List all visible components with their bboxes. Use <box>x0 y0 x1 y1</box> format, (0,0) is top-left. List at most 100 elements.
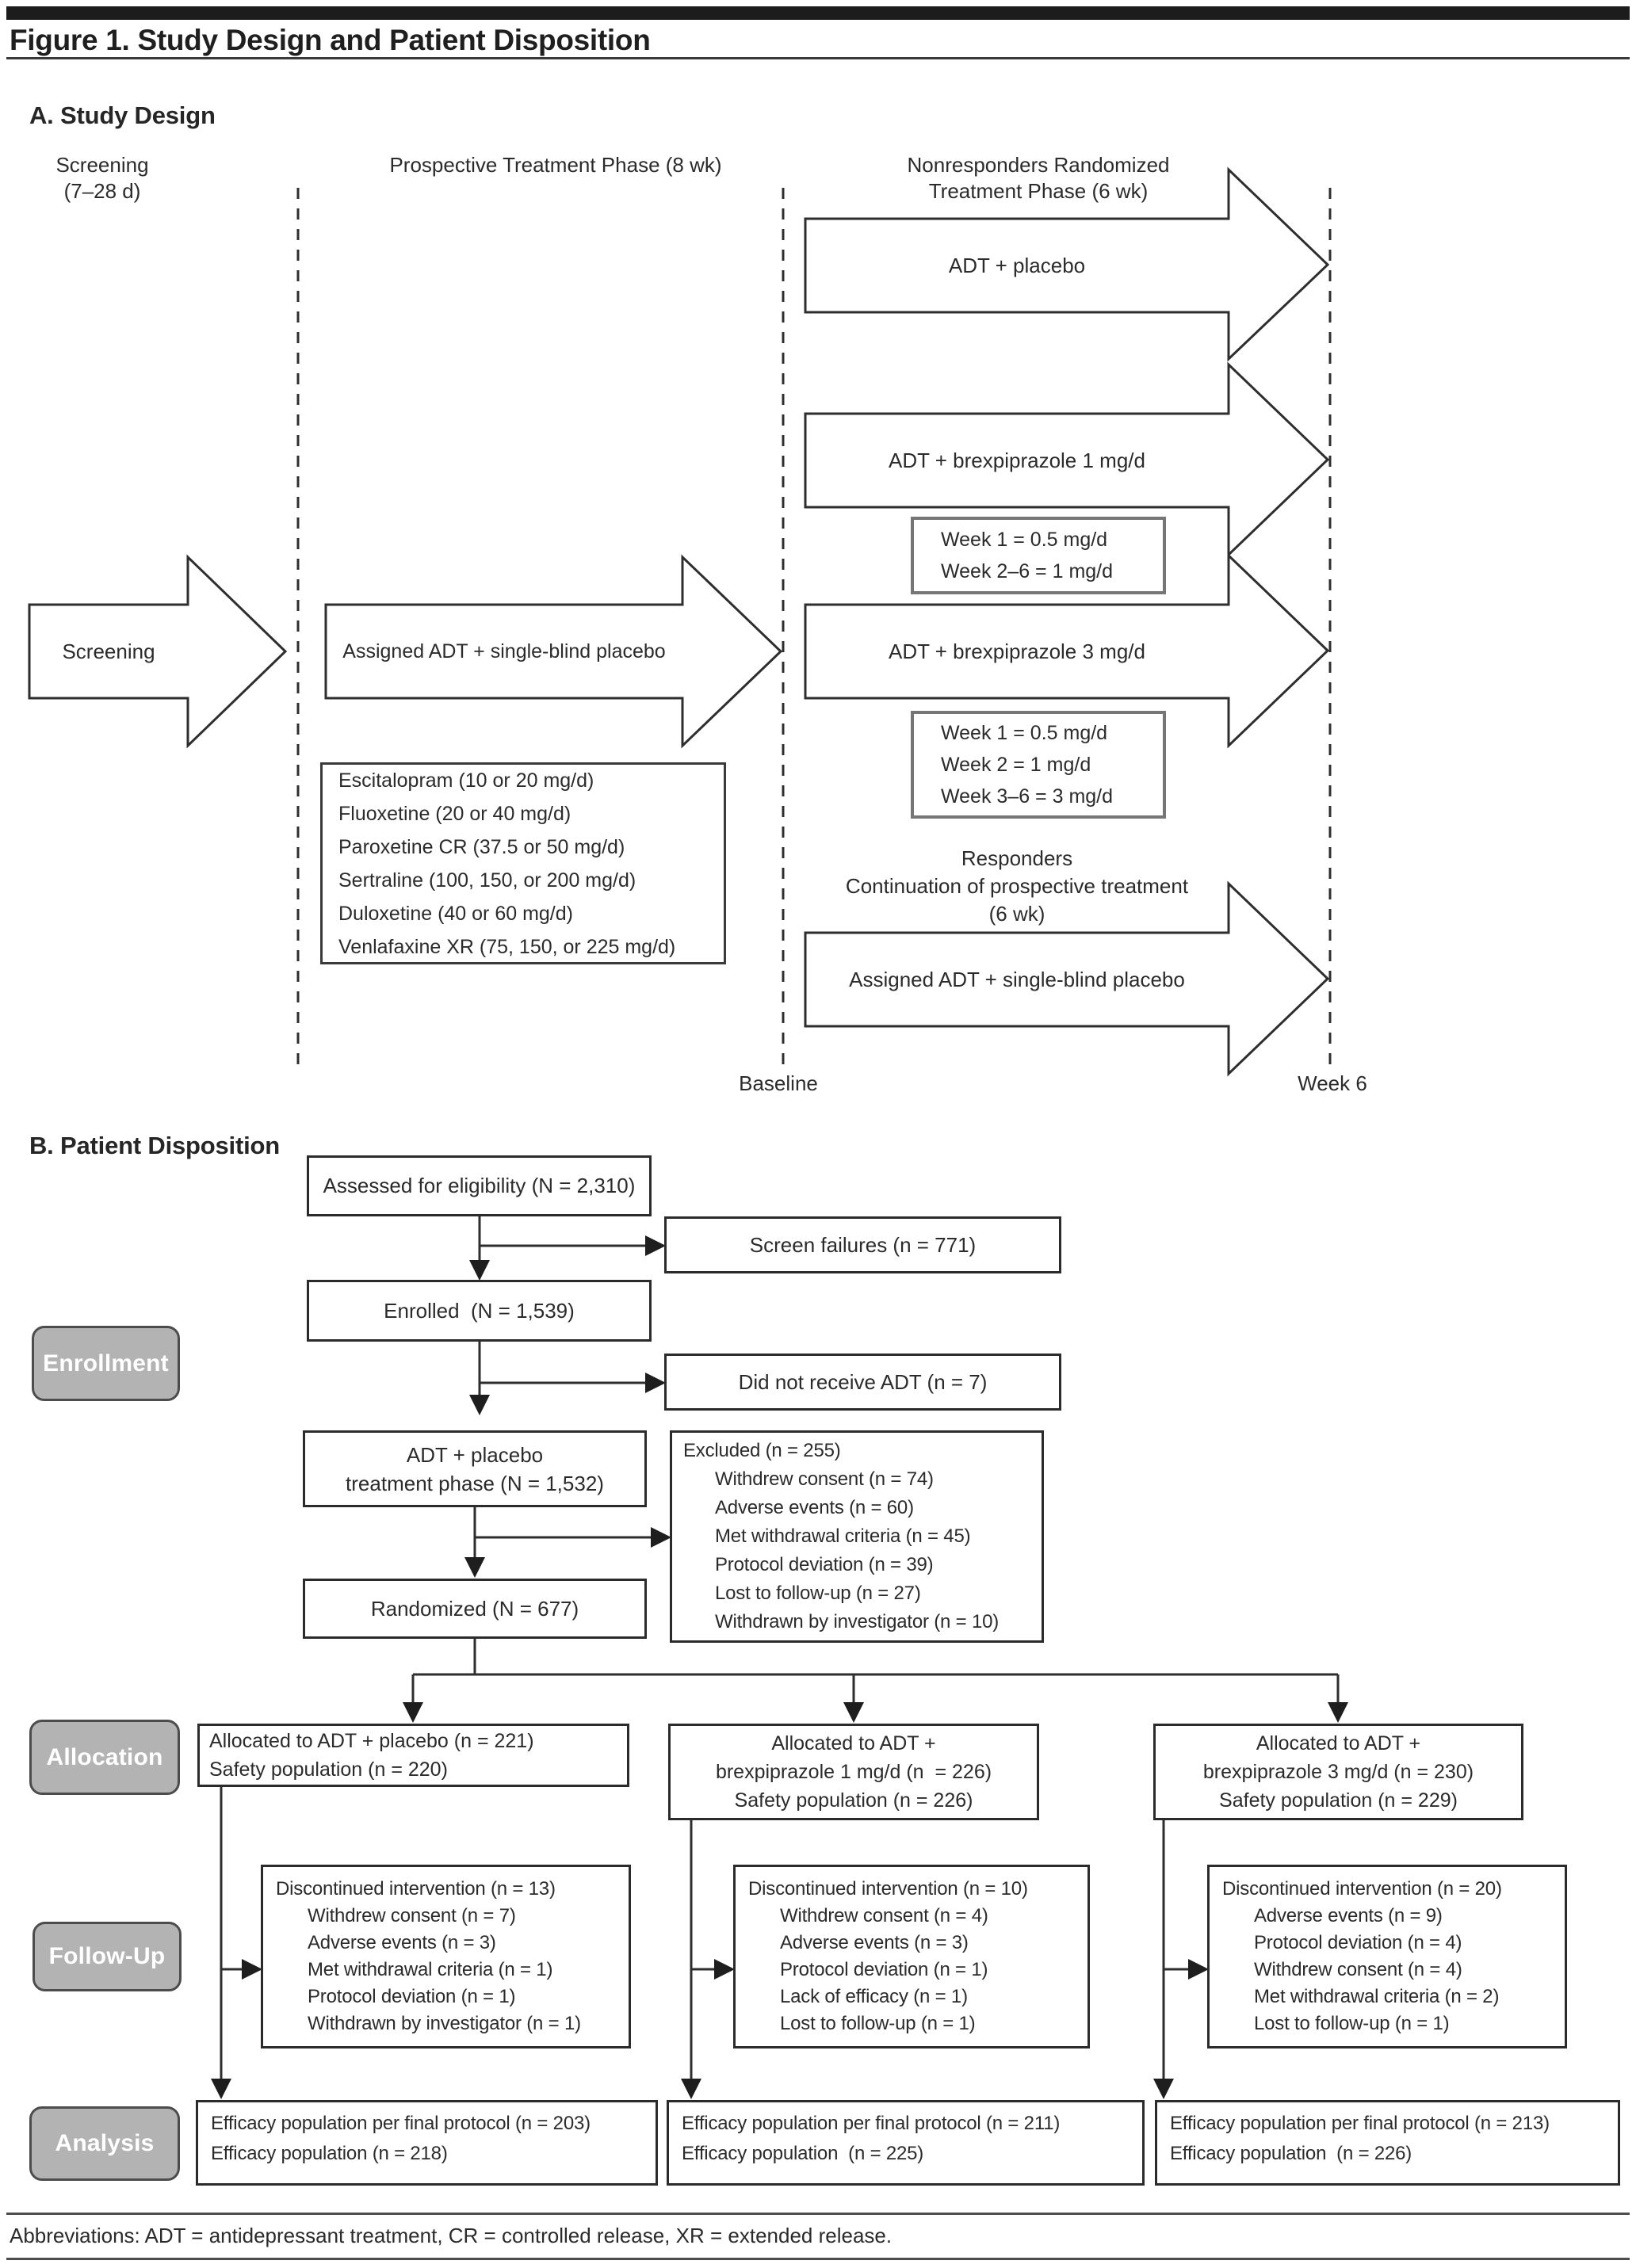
column-header-screening: Screening (7–28 d) <box>3 152 201 204</box>
brex1-arrow-shape <box>804 361 1330 558</box>
fu3-line6: Lost to follow-up (n = 1) <box>1254 2013 1450 2034</box>
dose-box-3mg-line3: Week 3–6 = 3 mg/d <box>941 785 1114 808</box>
fu1-line5: Protocol deviation (n = 1) <box>308 1986 516 2007</box>
arrowhead-down-an1 <box>211 2079 231 2099</box>
excluded-line1: Excluded (n = 255) <box>683 1440 841 1461</box>
node-fu-brex1: Discontinued intervention (n = 10) Withd… <box>733 1865 1090 2048</box>
dose-box-3mg: Week 1 = 0.5 mg/d Week 2 = 1 mg/d Week 3… <box>911 711 1166 819</box>
top-bar <box>6 6 1630 20</box>
excluded-line3: Adverse events (n = 60) <box>715 1497 914 1518</box>
adt-med-4: Sertraline (100, 150, or 200 mg/d) <box>338 869 636 892</box>
stage-tag-enrollment: Enrollment <box>32 1326 180 1401</box>
dose-box-1mg: Week 1 = 0.5 mg/d Week 2–6 = 1 mg/d <box>911 517 1166 594</box>
arrowhead-down-an2 <box>681 2079 701 2099</box>
arrowhead-down-alloc3 <box>1328 1702 1348 1723</box>
assigned-adt-arrow-shape <box>324 554 783 749</box>
arrowhead-down-randomized <box>464 1557 485 1578</box>
adt-med-6: Venlafaxine XR (75, 150, or 225 mg/d) <box>338 935 676 958</box>
fu1-line4: Met withdrawal criteria (n = 1) <box>308 1959 553 1980</box>
an2-line1: Efficacy population per final protocol (… <box>682 2113 1061 2134</box>
node-did-not-receive: Did not receive ADT (n = 7) <box>664 1354 1061 1411</box>
fu2-line4: Protocol deviation (n = 1) <box>780 1959 988 1980</box>
stage-tag-analysis: Analysis <box>29 2106 180 2181</box>
node-screen-failures: Screen failures (n = 771) <box>664 1216 1061 1273</box>
node-adt-phase-line1: ADT + placebo <box>406 1442 544 1467</box>
fu2-line3: Adverse events (n = 3) <box>780 1932 969 1953</box>
node-fu-brex3: Discontinued intervention (n = 20) Adver… <box>1207 1865 1567 2048</box>
screening-arrow-label: Screening <box>62 639 155 663</box>
node-enrolled: Enrolled (N = 1,539) <box>307 1280 652 1342</box>
arrowhead-right-excluded <box>651 1527 671 1548</box>
an1-line1: Efficacy population per final protocol (… <box>211 2113 591 2134</box>
stage-tag-allocation: Allocation <box>29 1720 180 1795</box>
excluded-line7: Withdrawn by investigator (n = 10) <box>715 1611 1000 1632</box>
timeline-week6-label: Week 6 <box>1298 1071 1367 1095</box>
arrowhead-down-alloc1 <box>403 1702 423 1723</box>
fu2-line1: Discontinued intervention (n = 10) <box>748 1878 1028 1900</box>
alloc3-line3: Safety population (n = 229) <box>1219 1789 1458 1812</box>
dose-box-1mg-line1: Week 1 = 0.5 mg/d <box>941 529 1108 551</box>
section-a-title: A. Study Design <box>29 101 216 129</box>
column-header-prospective: Prospective Treatment Phase (8 wk) <box>389 153 722 177</box>
fu2-line2: Withdrew consent (n = 4) <box>780 1905 988 1926</box>
node-fu-placebo: Discontinued intervention (n = 13) Withd… <box>261 1865 631 2048</box>
brex1-arrow-label: ADT + brexpiprazole 1 mg/d <box>889 448 1145 472</box>
brex3-arrow-shape <box>804 552 1330 749</box>
arrowhead-right-fu1 <box>242 1959 262 1980</box>
alloc3-line1: Allocated to ADT + <box>1256 1732 1421 1754</box>
adt-medication-box: Escitalopram (10 or 20 mg/d) Fluoxetine … <box>320 762 726 964</box>
dose-box-3mg-line1: Week 1 = 0.5 mg/d <box>941 722 1108 744</box>
screening-arrow-shape <box>28 554 288 749</box>
excluded-line4: Met withdrawal criteria (n = 45) <box>715 1525 971 1547</box>
fu3-line1: Discontinued intervention (n = 20) <box>1222 1878 1502 1900</box>
alloc1-line1: Allocated to ADT + placebo (n = 221) <box>209 1730 534 1752</box>
responders-header-line1: Responders <box>961 846 1073 870</box>
node-alloc-brex3: Allocated to ADT + brexpiprazole 3 mg/d … <box>1153 1724 1523 1820</box>
adt-med-2: Fluoxetine (20 or 40 mg/d) <box>338 802 571 825</box>
node-analysis-placebo: Efficacy population per final protocol (… <box>196 2100 658 2186</box>
excluded-line6: Lost to follow-up (n = 27) <box>715 1583 921 1604</box>
node-excluded: Excluded (n = 255) Withdrew consent (n =… <box>670 1430 1044 1643</box>
responders-header-line3: (6 wk) <box>988 902 1045 926</box>
arrowhead-right-fu3 <box>1188 1959 1209 1980</box>
node-analysis-brex3: Efficacy population per final protocol (… <box>1155 2100 1620 2186</box>
node-assessed: Assessed for eligibility (N = 2,310) <box>307 1155 652 1216</box>
alloc1-line2: Safety population (n = 220) <box>209 1758 448 1781</box>
abbreviations-note: Abbreviations: ADT = antidepressant trea… <box>10 2224 893 2247</box>
arrowhead-down-alloc2 <box>843 1702 864 1723</box>
arrowhead-right-didnot <box>645 1373 666 1393</box>
column-header-nonresponders-line2: Treatment Phase (6 wk) <box>928 179 1149 203</box>
fu2-line6: Lost to follow-up (n = 1) <box>780 2013 976 2034</box>
adt-placebo-arrow-label: ADT + placebo <box>948 253 1086 277</box>
arrowhead-down-an3 <box>1153 2079 1174 2099</box>
fu1-line2: Withdrew consent (n = 7) <box>308 1905 516 1926</box>
excluded-line2: Withdrew consent (n = 74) <box>715 1468 934 1490</box>
responders-arrow-label: Assigned ADT + single-blind placebo <box>849 967 1185 991</box>
fu1-line3: Adverse events (n = 3) <box>308 1932 496 1953</box>
adt-placebo-arrow-shape <box>804 166 1330 362</box>
node-adt-phase-line2: treatment phase (N = 1,532) <box>346 1471 604 1495</box>
an2-line2: Efficacy population (n = 225) <box>682 2143 924 2164</box>
dose-box-1mg-line2: Week 2–6 = 1 mg/d <box>941 560 1114 582</box>
alloc3-line2: brexpiprazole 3 mg/d (n = 230) <box>1202 1761 1474 1783</box>
responders-header-line2: Continuation of prospective treatment <box>845 874 1189 898</box>
section-b-title: B. Patient Disposition <box>29 1132 280 1159</box>
arrowhead-right-fu2 <box>714 1959 735 1980</box>
arrowhead-right-screenfail <box>645 1235 666 1256</box>
node-alloc-placebo: Allocated to ADT + placebo (n = 221) Saf… <box>197 1724 629 1787</box>
fu3-line5: Met withdrawal criteria (n = 2) <box>1254 1986 1500 2007</box>
footer-rule-top <box>6 2213 1630 2215</box>
column-header-nonresponders: Nonresponders Randomized Treatment Phase… <box>860 152 1217 204</box>
stage-tag-follow-up: Follow-Up <box>32 1922 182 1991</box>
brex3-arrow-label: ADT + brexpiprazole 3 mg/d <box>889 639 1145 663</box>
fu2-line5: Lack of efficacy (n = 1) <box>780 1986 968 2007</box>
dose-box-3mg-line2: Week 2 = 1 mg/d <box>941 754 1091 776</box>
node-randomized: Randomized (N = 677) <box>303 1579 647 1639</box>
timeline-baseline-label: Baseline <box>739 1071 818 1095</box>
column-header-screening-line2: (7–28 d) <box>63 179 141 203</box>
node-adt-phase: ADT + placebo treatment phase (N = 1,532… <box>303 1430 647 1507</box>
node-alloc-brex1: Allocated to ADT + brexpiprazole 1 mg/d … <box>668 1724 1039 1820</box>
assigned-adt-arrow-label: Assigned ADT + single-blind placebo <box>342 640 666 662</box>
fu3-line4: Withdrew consent (n = 4) <box>1254 1959 1462 1980</box>
